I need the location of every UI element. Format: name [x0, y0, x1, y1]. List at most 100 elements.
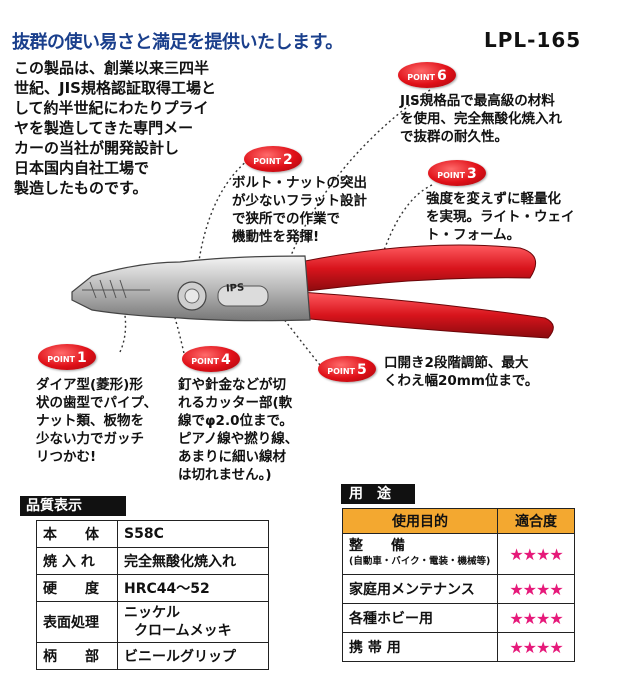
point-line: で狭所での作業で [232, 211, 340, 227]
badge-word: POINT [191, 357, 220, 366]
point-line: ダイア型(菱形)形 [36, 377, 143, 393]
point-1-text: ダイア型(菱形)形 状の歯型でパイプ、 ナット類、板物を 少ない力でガッチ リつ… [36, 376, 157, 466]
table-row: 本 体 S58C [36, 520, 269, 548]
pivot-center [184, 288, 200, 304]
table-row: 焼 入 れ 完全無酸化焼入れ [36, 547, 269, 575]
point-2-text: ボルト・ナットの突出 が少ないフラット設計 で狭所での作業で 機動性を発揮! [232, 174, 367, 246]
quality-key: 表面処理 [36, 601, 118, 643]
quality-value: 完全無酸化焼入れ [117, 547, 269, 575]
point-line: ピアノ線や撚り線、 [178, 431, 299, 447]
usage-purpose: 携 帯 用 [342, 632, 498, 662]
intro-line: 製造したものです。 [14, 179, 148, 197]
rating-stars: ★★★★ [497, 574, 575, 604]
point-line: 機動性を発揮! [232, 229, 320, 245]
tool-marking: IPS [225, 282, 245, 295]
point-line: 状の歯型でパイプ、 [36, 395, 158, 411]
point-line: で抜群の耐久性。 [400, 129, 508, 145]
intro-line: ヤを製造してきた専門メー [14, 119, 194, 137]
intro-line: カーの当社が開発設計し [14, 139, 180, 157]
table-row: 柄 部 ビニールグリップ [36, 642, 269, 670]
point-3-text: 強度を変えずに軽量化 を実現。ライト・ウェイ ト・フォーム。 [426, 190, 575, 244]
point-line: ボルト・ナットの突出 [232, 175, 367, 191]
quality-key: 本 体 [36, 520, 118, 548]
badge-word: POINT [327, 367, 356, 376]
leader-point-6 [289, 89, 431, 259]
lower-handle [299, 291, 554, 339]
header-rating: 適合度 [497, 508, 575, 534]
point-line: ト・フォーム。 [426, 227, 521, 243]
model-number: LPL-165 [484, 28, 582, 52]
badge-word: POINT [253, 157, 282, 166]
badge-word: POINT [437, 171, 466, 180]
point-line: あまりに細い線材 [178, 449, 286, 465]
quality-key: 硬 度 [36, 574, 118, 602]
quality-key: 柄 部 [36, 642, 118, 670]
quality-value: S58C [117, 520, 269, 548]
point-line: を実現。ライト・ウェイ [426, 209, 575, 225]
quality-value: HRC44〜52 [117, 574, 269, 602]
point-line: は切れません。) [178, 467, 272, 483]
intro-line: 日本国内自社工場で [14, 159, 150, 177]
badge-number: 5 [357, 362, 367, 378]
point-line: くわえ幅20mm位まで。 [384, 373, 539, 389]
leader-point-4 [174, 317, 186, 359]
quality-key: 焼 入 れ [36, 547, 118, 575]
point-line: 強度を変えずに軽量化 [426, 191, 561, 207]
badge-word: POINT [407, 73, 436, 82]
upper-handle [299, 244, 537, 293]
table-row: 携 帯 用 ★★★★ [342, 632, 575, 662]
usage-purpose-sub: (自動車・バイク・電装・機械等) [349, 556, 491, 567]
quality-value-multi: ニッケル クロームメッキ [117, 601, 269, 643]
point-line: JIS規格品で最高級の材料 [400, 93, 555, 109]
point-line: ナット類、板物を [36, 413, 144, 429]
header-purpose: 使用目的 [342, 508, 498, 534]
usage-purpose: 各種ホビー用 [342, 603, 498, 633]
quality-table: 本 体 S58C 焼 入 れ 完全無酸化焼入れ 硬 度 HRC44〜52 表面処… [36, 520, 269, 670]
point-line: リつかむ! [36, 449, 97, 465]
usage-purpose-cell: 整 備 (自動車・バイク・電装・機械等) [342, 533, 498, 575]
usage-table: 使用目的 適合度 整 備 (自動車・バイク・電装・機械等) ★★★★ 家庭用メン… [342, 508, 575, 662]
badge-number: 4 [221, 352, 231, 368]
jaw-teeth [82, 279, 150, 299]
rating-stars: ★★★★ [497, 533, 575, 575]
point-5-text: 口開き2段階調節、最大 くわえ幅20mm位まで。 [384, 354, 538, 390]
badge-number: 6 [437, 68, 447, 84]
point-4-text: 釘や針金などが切 れるカッター部(軟 線でφ2.0位まで。 ピアノ線や撚り線、 … [178, 376, 298, 484]
quality-title: 品質表示 [20, 496, 126, 516]
quality-value: ビニールグリップ [117, 642, 269, 670]
table-row: 表面処理 ニッケル クロームメッキ [36, 601, 269, 643]
point-line: れるカッター部(軟 [178, 395, 293, 411]
usage-title: 用 途 [341, 484, 415, 504]
badge-number: 2 [283, 152, 293, 168]
table-row: 各種ホビー用 ★★★★ [342, 603, 575, 633]
quality-value: クロームメッキ [134, 623, 232, 639]
point-line: 少ない力でガッチ [36, 431, 144, 447]
table-row: 整 備 (自動車・バイク・電装・機械等) ★★★★ [342, 533, 575, 575]
quality-value: ニッケル [124, 605, 180, 621]
point-6-text: JIS規格品で最高級の材料 を使用、完全無酸化焼入れ で抜群の耐久性。 [400, 92, 562, 146]
intro-line: して約半世紀にわたりプライ [14, 99, 209, 117]
slip-joint-slot [217, 285, 269, 307]
headline: 抜群の使い易さと満足を提供いたします。 [12, 32, 343, 53]
intro-line: 世紀、JIS規格認証取得工場と [14, 79, 216, 97]
point-line: を使用、完全無酸化焼入れ [400, 111, 562, 127]
usage-purpose: 家庭用メンテナンス [342, 574, 498, 604]
table-row: 硬 度 HRC44〜52 [36, 574, 269, 602]
point-line: 口開き2段階調節、最大 [384, 355, 529, 371]
table-header-row: 使用目的 適合度 [342, 508, 575, 534]
point-line: が少ないフラット設計 [232, 193, 367, 209]
rating-stars: ★★★★ [497, 632, 575, 662]
badge-number: 3 [467, 166, 477, 182]
leader-point-5 [282, 317, 321, 366]
table-row: 家庭用メンテナンス ★★★★ [342, 574, 575, 604]
rating-stars: ★★★★ [497, 603, 575, 633]
badge-number: 1 [77, 350, 87, 366]
usage-purpose: 整 備 [349, 538, 405, 554]
